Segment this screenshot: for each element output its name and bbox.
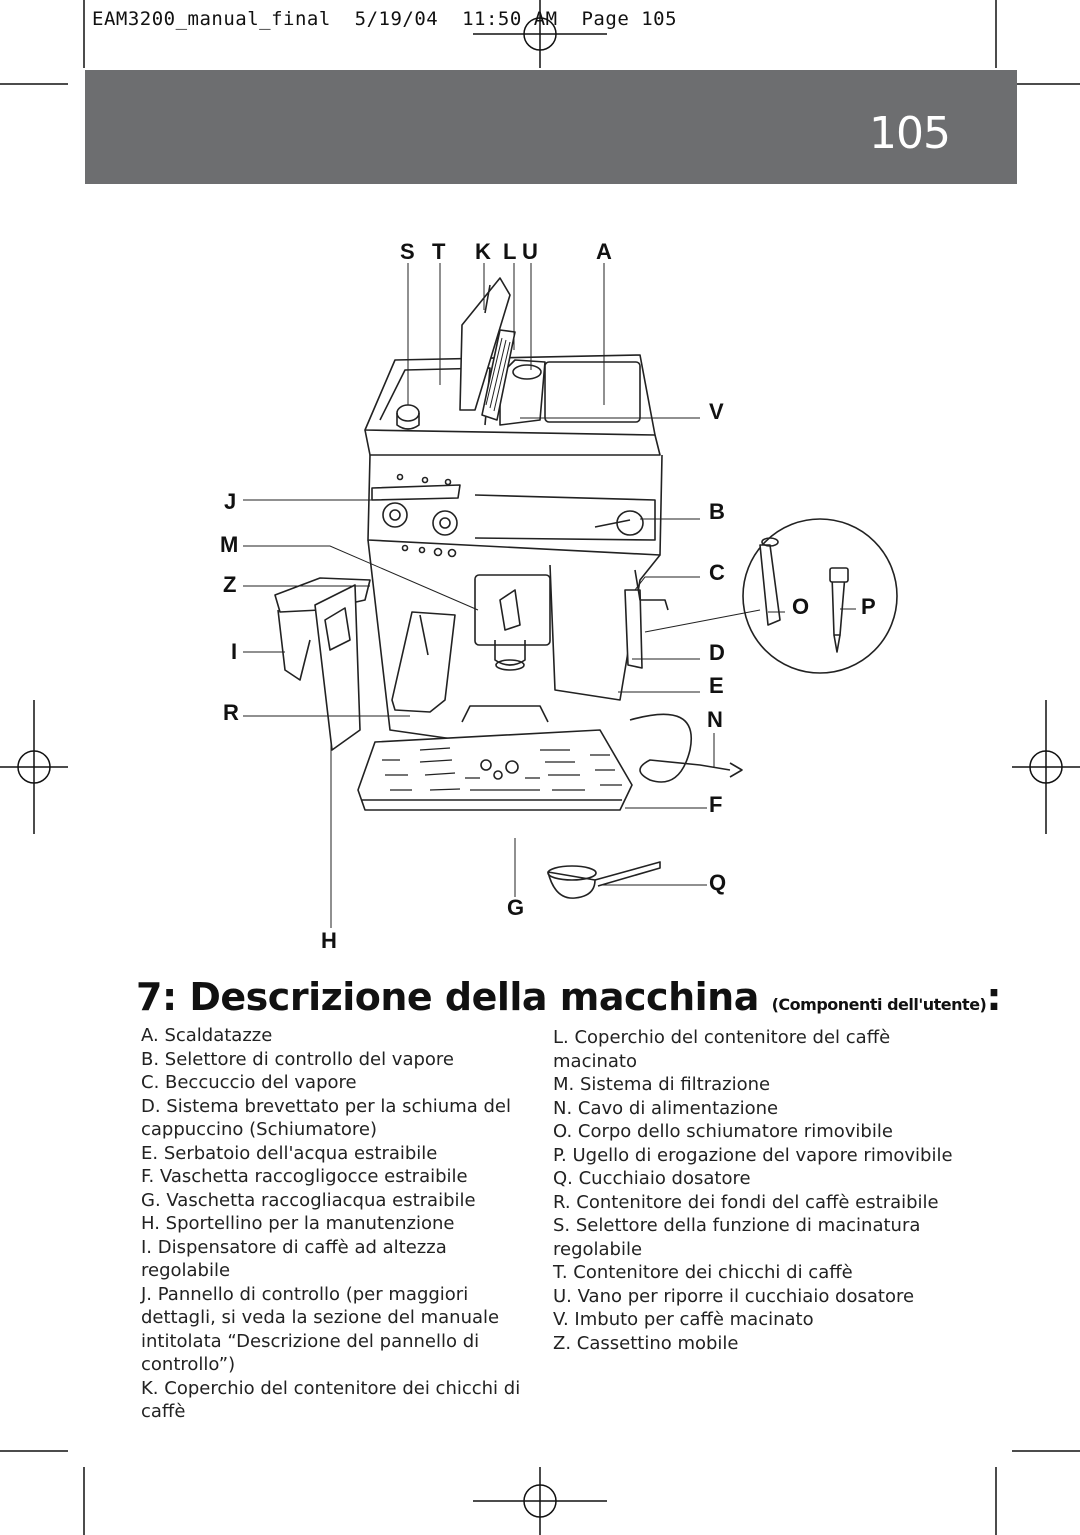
list-item: L. Coperchio del contenitore del caffè m… (553, 1027, 891, 1072)
section-subtitle: (Componenti dell'utente) (771, 995, 987, 1014)
page-header-band (85, 70, 1017, 184)
callout-R: R (223, 700, 239, 725)
callout-A: A (596, 239, 612, 264)
callout-O: O (792, 594, 809, 619)
callout-Z: Z (223, 572, 236, 597)
list-item: I. Dispensatore di caffè ad altezza rego… (141, 1236, 447, 1282)
list-item: M. Sistema di filtrazione (553, 1074, 771, 1095)
list-item: H. Sportellino per la manutenzione (141, 1213, 455, 1234)
callout-L: L (503, 239, 516, 264)
callout-J: J (224, 489, 236, 514)
list-item: V. Imbuto per caffè macinato (553, 1309, 814, 1330)
list-item: A. Scaldatazze (141, 1025, 273, 1046)
page-number: 105 (869, 108, 951, 159)
components-list-left: A. Scaldatazze B. Selettore di controllo… (141, 1024, 541, 1424)
list-item: J. Pannello di controllo (per maggiori d… (141, 1283, 500, 1376)
callout-Q: Q (709, 870, 726, 895)
list-item: G. Vaschetta raccogliacqua estraibile (141, 1189, 476, 1211)
list-item: S. Selettore della funzione di macinatur… (553, 1215, 921, 1260)
list-item: F. Vaschetta raccogligocce estraibile (141, 1166, 468, 1187)
list-item: N. Cavo di alimentazione (553, 1097, 779, 1119)
section-title-colon: : (986, 975, 1002, 1019)
registration-mark-bottom (473, 1467, 607, 1535)
callout-P: P (861, 594, 876, 619)
list-item: C. Beccuccio del vapore (141, 1072, 357, 1093)
callout-T: T (432, 239, 446, 264)
list-item: P. Ugello di erogazione del vapore rimov… (553, 1144, 953, 1166)
registration-mark-top (473, 0, 607, 68)
list-item: Q. Cucchiaio dosatore (553, 1168, 751, 1189)
components-list-right: L. Coperchio del contenitore del caffè m… (553, 1026, 973, 1355)
section-title: 7: Descrizione della macchina (Component… (136, 975, 1002, 1019)
print-slug: EAM3200_manual_final 5/19/04 11:50 AM Pa… (92, 8, 678, 30)
callout-B: B (709, 499, 725, 524)
list-item: E. Serbatoio dell'acqua estraibile (141, 1142, 438, 1164)
machine-diagram: S T K L U A V J B M C Z O P I D E R N F … (220, 239, 898, 953)
callout-I: I (231, 639, 237, 664)
list-item: O. Corpo dello schiumatore rimovibile (553, 1121, 893, 1142)
registration-mark-left (0, 700, 68, 834)
callout-U: U (522, 239, 538, 264)
callout-H: H (321, 928, 337, 953)
section-title-main: 7: Descrizione della macchina (136, 975, 759, 1019)
callout-E: E (709, 673, 724, 698)
callout-G: G (507, 895, 524, 920)
callout-S: S (400, 239, 415, 264)
callout-V: V (709, 399, 724, 424)
list-item: R. Contenitore dei fondi del caffè estra… (553, 1191, 939, 1213)
callout-M: M (220, 532, 238, 557)
list-item: K. Coperchio del contenitore dei chicchi… (141, 1377, 521, 1423)
callout-F: F (709, 792, 722, 817)
registration-mark-right (1012, 700, 1080, 834)
list-item: D. Sistema brevettato per la schiuma del… (141, 1095, 511, 1141)
callout-D: D (709, 640, 725, 665)
list-item: B. Selettore di controllo del vapore (141, 1048, 454, 1070)
callout-C: C (709, 560, 725, 585)
list-item: T. Contenitore dei chicchi di caffè (553, 1262, 853, 1283)
list-item: U. Vano per riporre il cucchiaio dosator… (553, 1285, 915, 1307)
callout-N: N (707, 707, 723, 732)
callout-K: K (475, 239, 491, 264)
list-item: Z. Cassettino mobile (553, 1332, 739, 1354)
